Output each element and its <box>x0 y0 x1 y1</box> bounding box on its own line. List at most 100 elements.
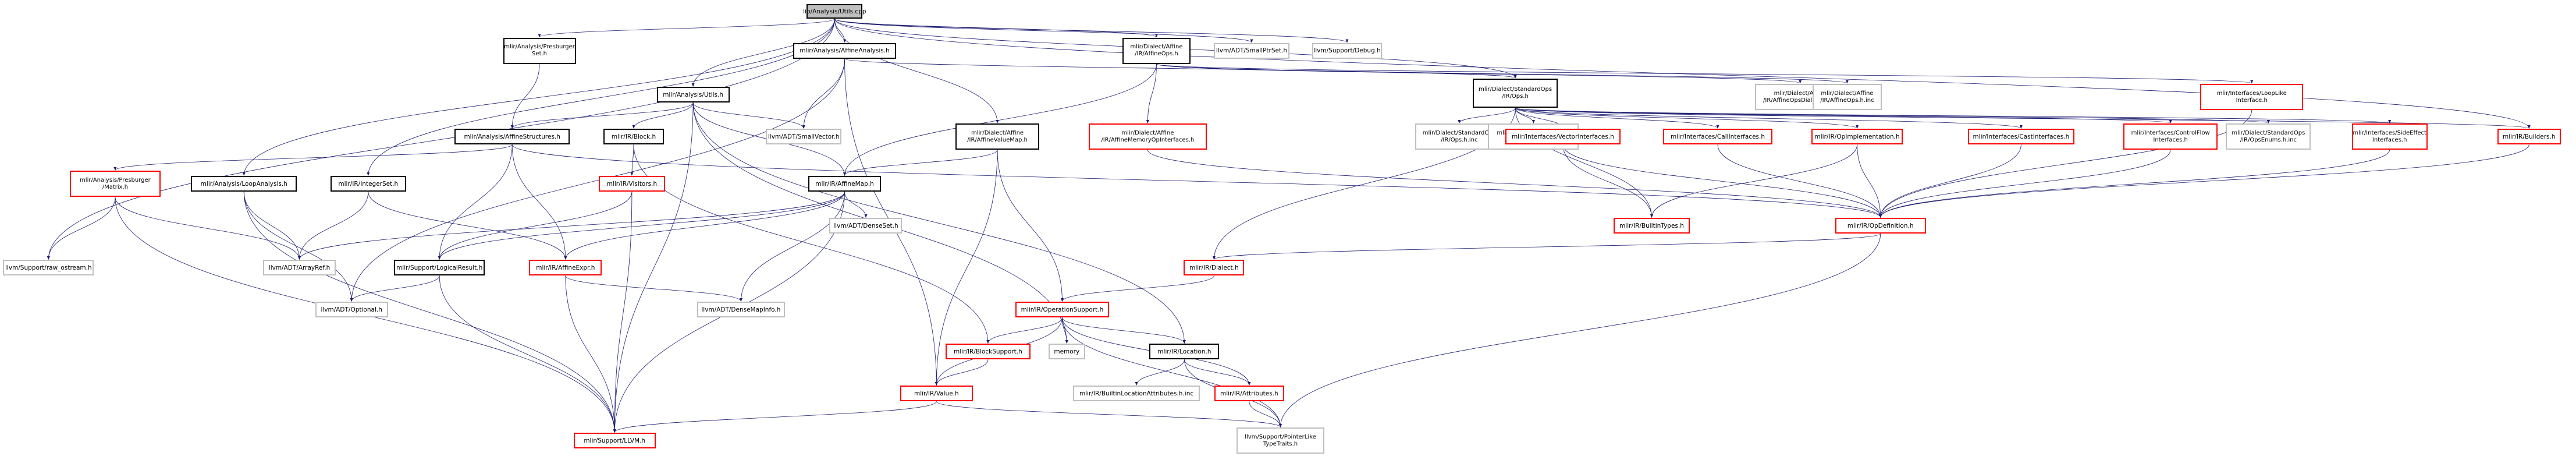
edge-op-definition-to-pointer-like-type-traits <box>1279 234 1881 427</box>
node-label-line: mlir/IR/Attributes.h <box>1220 390 1278 397</box>
node-location[interactable]: mlir/IR/Location.h <box>1149 344 1220 360</box>
edge-stdops-to-std-ops-enums-inc <box>1515 108 2270 123</box>
node-label-line: mlir/Dialect/StandardOps <box>1422 129 1496 136</box>
node-label-line: mlir/IR/BuiltinTypes.h <box>1619 222 1684 229</box>
node-small-ptr-set[interactable]: llvm/ADT/SmallPtrSet.h <box>1213 43 1290 59</box>
edge-ir-visitors-to-support-llvm <box>613 192 633 433</box>
node-label-line: /IR/AffineOpsDialect.h.inc <box>1763 97 1838 104</box>
edge-cast-if-to-op-definition <box>1879 144 2021 218</box>
node-debug[interactable]: llvm/Support/Debug.h <box>1312 43 1382 59</box>
node-affine-ops[interactable]: mlir/Dialect/Affine/IR/AffineOps.h <box>1122 37 1191 64</box>
edge-affine-map-to-dense-map-info <box>739 192 845 302</box>
edge-affine-mem-op-if-to-op-definition <box>1147 150 1882 218</box>
edge-stdops-to-std-ops-inc <box>1458 108 1516 123</box>
edge-presburger-matrix-to-array-ref <box>115 197 301 260</box>
edge-affine-structures-to-presburger-matrix <box>113 144 513 171</box>
edge-loop-analysis-to-optional <box>243 192 353 302</box>
node-label-line: mlir/IR/Dialect.h <box>1189 264 1239 271</box>
node-builtin-types[interactable]: mlir/IR/BuiltinTypes.h <box>1614 218 1690 234</box>
node-affine-map[interactable]: mlir/IR/AffineMap.h <box>808 176 882 192</box>
edge-op-impl-to-op-definition <box>1857 144 1882 218</box>
node-label-line: mlir/Interfaces/LoopLike <box>2216 90 2287 97</box>
node-raw-ostream[interactable]: llvm/Support/raw_ostream.h <box>3 260 94 276</box>
node-analysis-utils[interactable]: mlir/Analysis/Utils.h <box>656 87 730 103</box>
node-vector-if[interactable]: mlir/Interfaces/VectorInterfaces.h <box>1505 129 1621 145</box>
edge-stdops-to-call-if <box>1515 108 1719 129</box>
node-std-ops-enums-inc[interactable]: mlir/Dialect/StandardOps/IR/OpsEnums.h.i… <box>2226 123 2311 150</box>
node-memory[interactable]: memory <box>1049 344 1085 360</box>
node-small-vector[interactable]: llvm/ADT/SmallVector.h <box>766 129 842 145</box>
node-presburger-matrix[interactable]: mlir/Analysis/Presburger/Matrix.h <box>69 171 161 197</box>
node-label-line: llvm/ADT/Optional.h <box>321 306 382 313</box>
node-label-line: Set.h <box>532 51 548 58</box>
node-op-support[interactable]: mlir/IR/OperationSupport.h <box>1015 302 1110 318</box>
node-label-line: mlir/Dialect/Affine <box>971 129 1024 136</box>
node-label-line: TypeTraits.h <box>1263 440 1298 447</box>
edge-affine-value-map-to-op-support <box>997 150 1064 302</box>
node-call-if[interactable]: mlir/Interfaces/CallInterfaces.h <box>1663 129 1772 145</box>
node-ir-dialect[interactable]: mlir/IR/Dialect.h <box>1184 260 1245 276</box>
node-label-line: /IR/AffineOps.h.inc <box>1820 97 1874 104</box>
node-label-line: mlir/Support/LLVM.h <box>584 437 646 444</box>
node-label-line: mlir/IR/OpImplementation.h <box>1814 133 1900 140</box>
node-label-line: mlir/Dialect/Affine <box>1821 90 1874 97</box>
edge-stdops-to-ir-builders <box>1515 108 2531 129</box>
node-logical-result[interactable]: mlir/Support/LogicalResult.h <box>394 260 485 276</box>
edge-loop-analysis-to-support-llvm <box>243 192 616 433</box>
node-ir-value[interactable]: mlir/IR/Value.h <box>900 386 973 402</box>
edge-integer-set-to-affine-expr <box>368 192 567 260</box>
edge-ir-attributes-to-pointer-like-type-traits <box>1249 401 1282 427</box>
edge-affine-map-to-logical-result <box>438 192 845 260</box>
node-affine-ops-h-inc[interactable]: mlir/Dialect/Affine/IR/AffineOps.h.inc <box>1812 84 1882 110</box>
node-loop-analysis[interactable]: mlir/Analysis/LoopAnalysis.h <box>191 176 297 192</box>
edge-analysis-utils-to-ir-block <box>632 102 694 129</box>
node-label-line: /IR/OpsEnums.h.inc <box>2240 136 2297 143</box>
node-op-impl[interactable]: mlir/IR/OpImplementation.h <box>1811 129 1903 145</box>
edge-stdops-to-op-impl <box>1515 108 1859 129</box>
edge-affine-expr-to-support-llvm <box>565 275 616 433</box>
node-label-line: mlir/Dialect/Affine <box>1774 90 1827 97</box>
node-affine-value-map[interactable]: mlir/Dialect/Affine/IR/AffineValueMap.h <box>955 123 1039 150</box>
node-stdops[interactable]: mlir/Dialect/StandardOps/IR/Ops.h <box>1473 79 1558 108</box>
node-ir-builders[interactable]: mlir/IR/Builders.h <box>2497 129 2561 145</box>
edge-loop-analysis-to-array-ref <box>243 192 301 260</box>
edge-root-to-affine-ops <box>834 19 1158 38</box>
node-label-line: mlir/Interfaces/SideEffect <box>2353 129 2426 136</box>
node-label-line: Interfaces.h <box>2372 136 2407 143</box>
node-ir-visitors[interactable]: mlir/IR/Visitors.h <box>598 176 666 192</box>
edge-presburger-set-to-affine-structures <box>510 63 540 129</box>
edge-affine-ops-to-looplike <box>1156 63 2253 84</box>
node-label-line: mlir/Analysis/AffineAnalysis.h <box>800 47 890 55</box>
node-array-ref[interactable]: llvm/ADT/ArrayRef.h <box>263 260 336 276</box>
edge-analysis-utils-to-affine-structures <box>510 102 694 129</box>
node-dense-map-info[interactable]: llvm/ADT/DenseMapInfo.h <box>697 302 785 318</box>
node-affine-mem-op-if[interactable]: mlir/Dialect/Affine/IR/AffineMemoryOpInt… <box>1088 123 1207 150</box>
node-block-support[interactable]: mlir/IR/BlockSupport.h <box>945 344 1031 360</box>
node-affine-analysis[interactable]: mlir/Analysis/AffineAnalysis.h <box>793 43 897 59</box>
edge-root-to-small-ptr-set <box>834 19 1253 43</box>
node-builtin-loc-attr-inc[interactable]: mlir/IR/BuiltinLocationAttributes.h.inc <box>1072 386 1200 402</box>
edge-analysis-utils-to-location <box>692 102 1186 344</box>
node-dense-set[interactable]: llvm/ADT/DenseSet.h <box>829 218 903 234</box>
node-optional[interactable]: llvm/ADT/Optional.h <box>315 302 388 318</box>
node-cast-if[interactable]: mlir/Interfaces/CastInterfaces.h <box>1968 129 2074 145</box>
edge-stdops-to-cast-if <box>1515 108 2023 129</box>
node-op-definition[interactable]: mlir/IR/OpDefinition.h <box>1835 218 1926 234</box>
node-label-line: llvm/Support/Debug.h <box>1313 47 1381 55</box>
node-integer-set[interactable]: mlir/IR/IntegerSet.h <box>330 176 406 192</box>
node-ir-attributes[interactable]: mlir/IR/Attributes.h <box>1214 386 1284 402</box>
edge-affine-map-to-affine-expr <box>564 192 845 260</box>
edge-ir-dialect-to-op-support <box>1061 275 1214 302</box>
node-ir-block[interactable]: mlir/IR/Block.h <box>603 129 665 145</box>
node-affine-structures[interactable]: mlir/Analysis/AffineStructures.h <box>454 129 570 145</box>
node-label-line: mlir/Dialect/Affine <box>1121 129 1174 136</box>
edge-op-support-to-location <box>1062 317 1186 344</box>
node-affine-expr[interactable]: mlir/IR/AffineExpr.h <box>529 260 602 276</box>
node-support-llvm[interactable]: mlir/Support/LLVM.h <box>573 433 656 449</box>
